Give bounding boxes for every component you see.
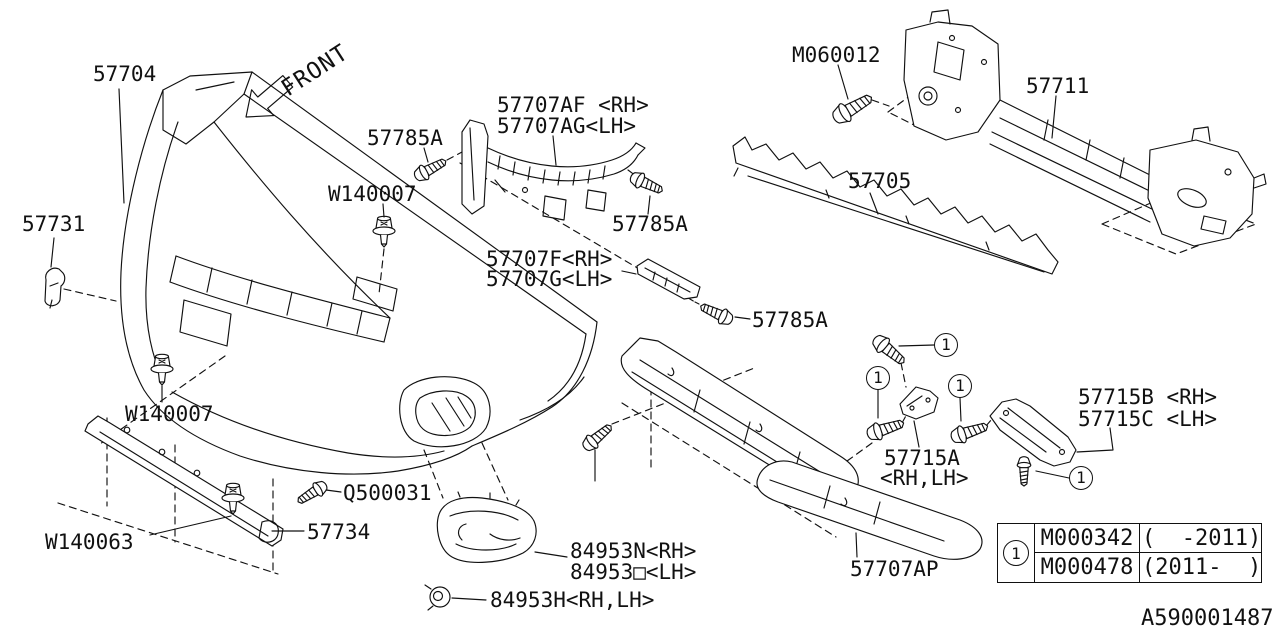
lower-absorber-57707ap-drawing	[621, 338, 982, 559]
drawing-number: A590001487	[1141, 606, 1274, 631]
clip-57731-drawing	[45, 268, 65, 308]
bolt-callout1-c	[948, 417, 991, 447]
table-year-range-row1: (2011- )	[1139, 553, 1261, 582]
fog-cover-84953n-drawing	[437, 492, 536, 562]
bracket-57707af-drawing	[462, 120, 645, 220]
bolt-m060012	[828, 87, 878, 129]
table-marker-cell: 1	[998, 524, 1035, 582]
table-part-number-row1: M000478	[1040, 555, 1134, 580]
screw-57785a-4	[578, 419, 617, 455]
screw-57785a-3	[696, 298, 736, 329]
applicability-table: 1 M000342 ( -2011) M000478 (2011- )	[997, 523, 1262, 583]
leader-lines	[51, 65, 1113, 600]
bolt-callout1-b	[864, 414, 907, 444]
table-year-range-row0: ( -2011)	[1139, 524, 1261, 553]
screw-q500031	[293, 477, 331, 509]
absorber-57705-drawing	[733, 137, 1058, 274]
bumper-cover-57704-drawing	[121, 72, 597, 474]
table-part-number-row0: M000342	[1035, 524, 1139, 553]
screw-callout1-d	[1016, 456, 1032, 487]
bracket-57707f-drawing	[637, 259, 700, 299]
bracket-57715b-drawing	[990, 399, 1076, 466]
bolt-callout1-a	[868, 330, 911, 370]
table-callout-1: 1	[1003, 540, 1029, 566]
bracket-57715a-drawing	[900, 387, 938, 419]
screw-57785a-1	[411, 153, 451, 185]
fasteners	[150, 87, 1032, 515]
beam-57711-drawing	[904, 10, 1266, 246]
screw-57785a-2	[627, 168, 667, 199]
grommet-84953h-drawing	[425, 585, 450, 610]
clip-w140007-top	[372, 215, 396, 248]
